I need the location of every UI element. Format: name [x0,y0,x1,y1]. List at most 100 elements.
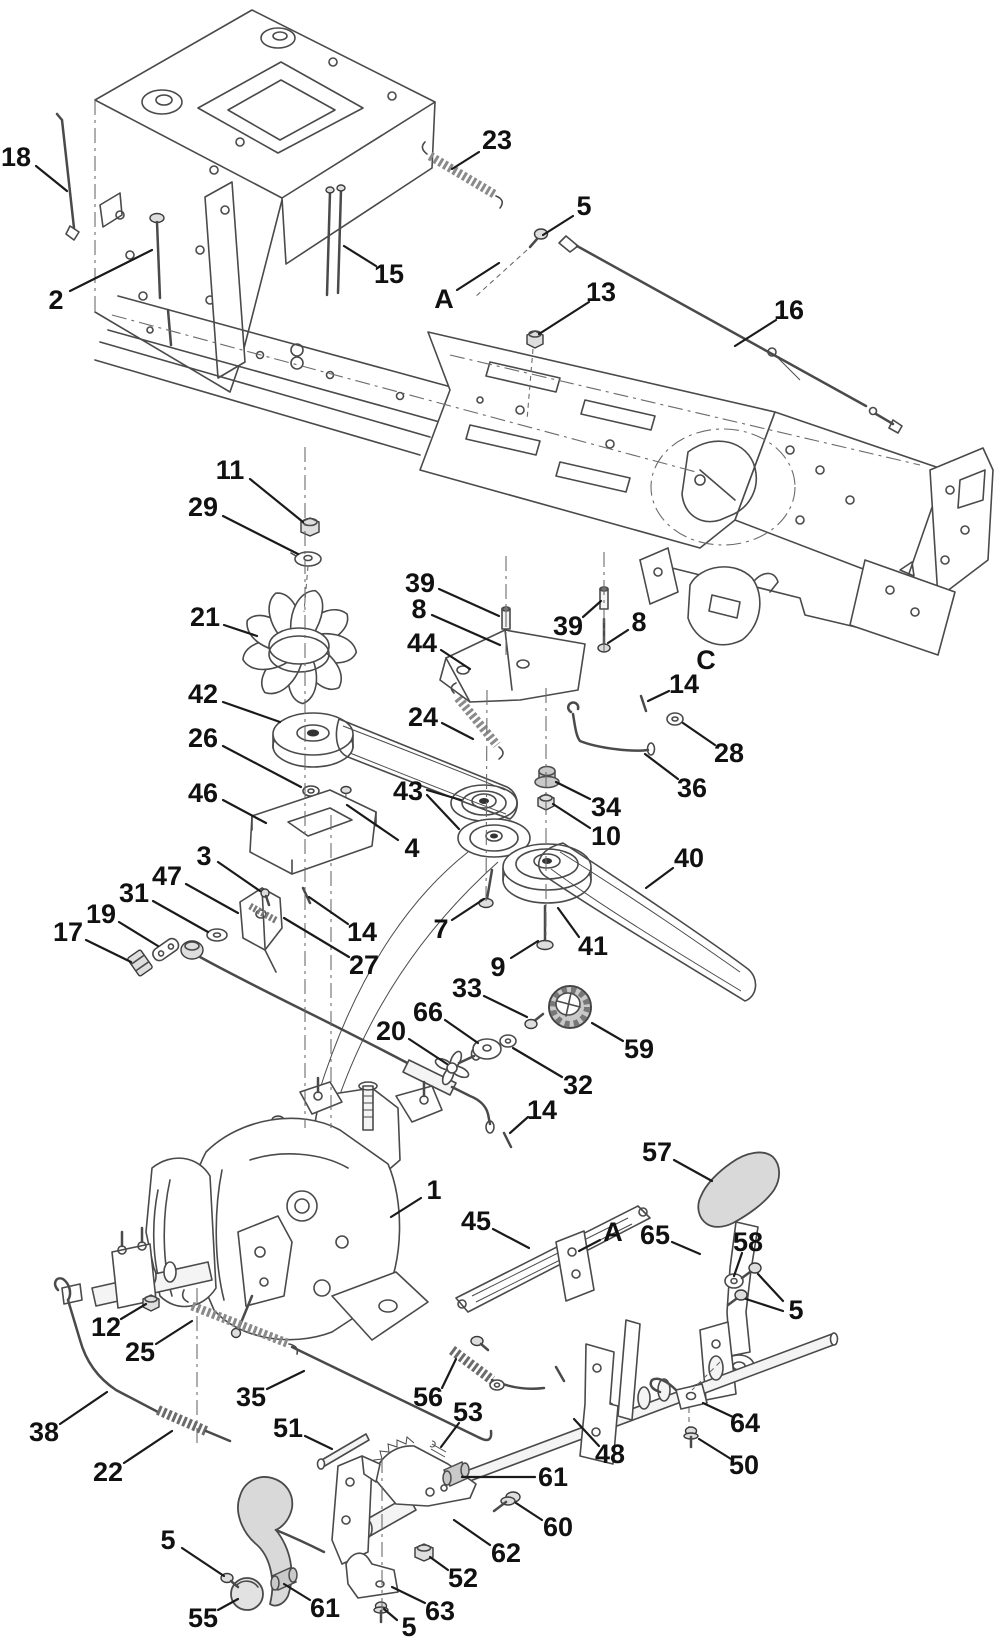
leader-line-45-47 [491,1227,531,1250]
shift-rod-37 [198,955,495,1134]
rods-15 [325,184,346,297]
leader-line-3-14 [216,860,262,893]
leader-line-23-4 [450,150,481,171]
callout-19-17: 19 [86,899,116,929]
washer-26 [302,785,320,797]
callout-16-7: 16 [774,295,804,325]
frame-assembly [94,9,994,656]
leader-line-32-43 [511,1046,564,1079]
callout-25-53: 25 [125,1337,155,1367]
leader-line-2-1 [68,248,154,293]
bracket-46 [249,789,377,875]
leader-line-14-44 [508,1115,530,1135]
leader-line-10-29 [551,802,592,830]
callout-48-60: 48 [595,1439,625,1469]
bracket-63 [345,1552,399,1599]
callout-36-27: 36 [677,773,707,803]
callout-57-45: 57 [642,1137,672,1167]
belt-to-transmission [317,851,499,1101]
leader-line-29-9 [221,514,300,556]
callout-8-20: 8 [411,594,426,624]
callout-12-52: 12 [91,1312,121,1342]
bolts-5-pedal [726,1262,762,1307]
pulley-42 [272,712,354,768]
leader-line-58-50 [732,1251,744,1278]
callout-65-49: 65 [640,1220,670,1250]
pin-14-upper [639,694,648,713]
leader-line-13-6 [537,300,591,336]
link-19 [152,937,180,962]
callout-55-68: 55 [188,1603,218,1633]
leader-line-5-67 [180,1546,226,1578]
rod-38 [53,1277,160,1414]
callout-62-65: 62 [491,1538,521,1568]
bolt-60 [492,1491,521,1513]
callout-17-18: 17 [53,917,83,947]
callout-18-0: 18 [1,142,31,172]
leader-line-35-54 [265,1369,306,1391]
callout-31-16: 31 [119,878,149,908]
leader-line-46-13 [221,798,268,825]
leader-line-59-42 [590,1021,625,1043]
bolt-33 [524,1012,545,1030]
leader-line-61-69 [282,1582,312,1602]
callout-41-37: 41 [578,931,608,961]
leader-line-65-49 [670,1240,702,1256]
bracket-49 [331,1455,381,1565]
cotter-pin-53 [429,1440,447,1458]
leader-line-25-53 [154,1319,194,1346]
leader-line-60-64 [514,1501,544,1522]
leader-line-33-39 [482,994,529,1019]
callout-50-62: 50 [729,1450,759,1480]
leader-line-15-2 [342,244,378,268]
coupler-20 [434,1047,482,1086]
callout-20-41: 20 [376,1016,406,1046]
callout-1-46: 1 [426,1175,441,1205]
leader-line-31-16 [151,899,210,934]
callout-5-67: 5 [160,1525,175,1555]
leader-line-11-8 [248,477,305,524]
washer-28 [666,712,684,726]
leader-line-34-28 [554,780,592,801]
nut-52 [414,1543,434,1562]
pivot-pin [180,940,204,960]
spring-23 [421,141,504,209]
belt-upper [335,718,518,820]
leader-line-55-68 [216,1597,240,1612]
leader-line-19-17 [117,920,160,948]
callout-29-9: 29 [188,492,218,522]
axis-lines [94,100,921,1612]
callout-51-57: 51 [273,1413,303,1443]
leader-line-27-34 [282,916,351,959]
leader-line-51-57 [303,1434,334,1451]
callout-52-66: 52 [448,1563,478,1593]
rod-36 [566,701,656,756]
leader-line-48-60 [572,1417,601,1448]
callout-5-51: 5 [788,1295,803,1325]
leader-line-17-18 [84,938,133,964]
leader-line-1-46 [389,1196,423,1219]
callout-61-69: 61 [310,1593,340,1623]
leader-line-63-70 [390,1585,427,1605]
leader-line-24-30 [440,721,475,741]
rod-35 [290,1345,493,1442]
leader-line-36-27 [643,752,680,781]
bolt-5-top [473,228,549,299]
callout-38-55: 38 [29,1417,59,1447]
callout-5-5: 5 [576,191,591,221]
nut-11 [300,517,320,537]
callout-A-3: A [434,284,454,314]
callout-34-28: 34 [591,792,621,822]
leader-line-43-31 [425,793,461,831]
leader-line-5-51 [756,1272,785,1303]
shaft-48 [455,1332,839,1486]
clip-17 [127,949,153,977]
callout-39-22: 39 [553,611,583,641]
leader-line-14-33 [307,895,350,926]
leader-line-5-51 [744,1297,785,1313]
callout-61-63: 61 [538,1462,568,1492]
leader-line-5-5 [541,214,575,237]
callout-42-11: 42 [188,679,218,709]
